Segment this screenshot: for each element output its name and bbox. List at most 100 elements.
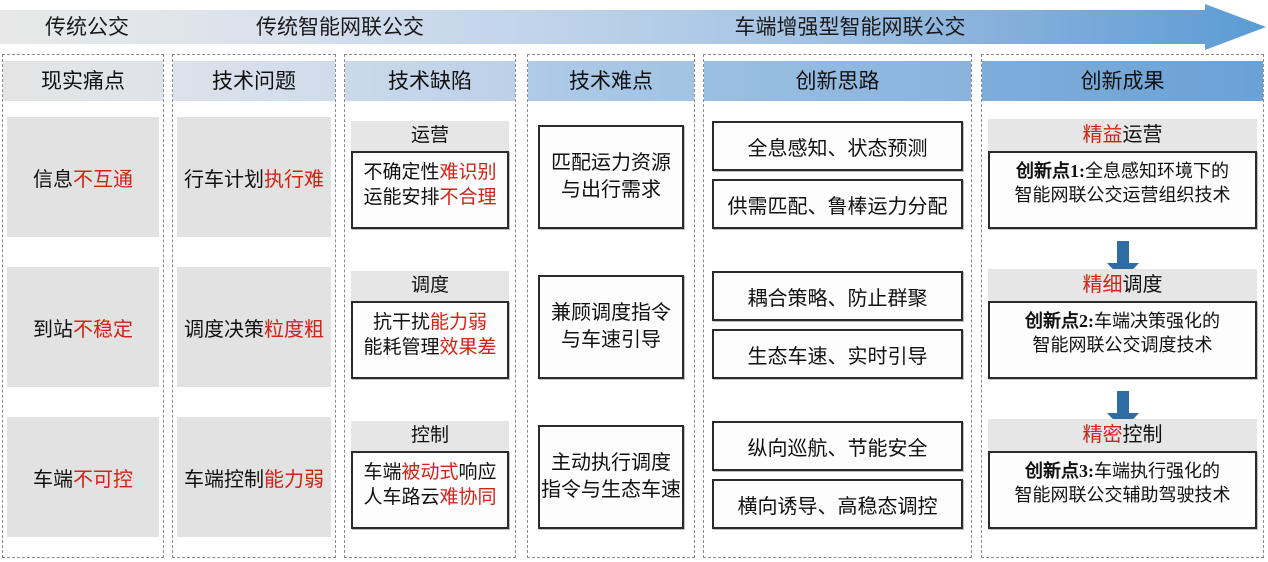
tech-issue-red-r3: 能力弱 (264, 468, 324, 491)
row-3-innovation-result-zone: 精密控制 创新点3:车端执行强化的 智能网联公交辅助驾驶技术 (982, 417, 1263, 537)
row-1-innovation-result-zone: 精益运营 创新点1:全息感知环境下的 智能网联公交运营组织技术 (982, 117, 1263, 280)
tech-defect-body-r1: 不确定性难识别 运能安排不合理 (351, 151, 509, 229)
defect-l1-plain-r1: 不确定性 (363, 162, 440, 183)
defect-l1-red-r3: 被动式 (401, 462, 459, 483)
innovation-idea-box-r3a[interactable]: 纵向巡航、节能安全 (712, 421, 963, 471)
innovation-idea-box-r1a[interactable]: 全息感知、状态预测 (712, 121, 963, 171)
result-cap-plain-r3: 控制 (1122, 424, 1163, 446)
row-3-tech-defect-zone: 控制 车端被动式响应 人车路云难协同 (345, 417, 515, 537)
row-1-tech-issue-zone: 行车计划执行难 (173, 117, 335, 237)
row-2-pain-zone: 到站不稳定 (3, 267, 163, 387)
result-cap-red-r2: 精细 (1082, 274, 1123, 296)
column-header-innovation-result: 创新成果 (982, 61, 1263, 101)
row-3-innovation-idea-zone: 纵向巡航、节能安全 横向诱导、高稳态调控 (704, 417, 971, 537)
tech-issue-cell-row1[interactable]: 行车计划执行难 (177, 117, 331, 237)
tech-defect-caption-r2: 调度 (351, 271, 509, 301)
tech-difficulty-box-row2[interactable]: 兼顾调度指令 与车速引导 (538, 275, 684, 379)
row-1-tech-defect-zone: 运营 不确定性难识别 运能安排不合理 (345, 117, 515, 237)
tech-issue-plain-r2: 调度决策 (184, 318, 264, 341)
result-cap-red-r3: 精密 (1082, 424, 1123, 446)
defect-l1-red-r2: 能力弱 (430, 312, 488, 333)
tech-defect-caption-r3: 控制 (351, 421, 509, 451)
column-tech-defect[interactable]: 技术缺陷 运营 不确定性难识别 运能安排不合理 调度 抗 (344, 54, 516, 558)
innovation-result-block-row1[interactable]: 精益运营 创新点1:全息感知环境下的 智能网联公交运营组织技术 (988, 119, 1257, 229)
innovation-result-caption-r3: 精密控制 (988, 419, 1257, 451)
row-3-tech-difficulty-zone: 主动执行调度 指令与生态车速 (528, 417, 694, 537)
result-line2-r3: 智能网联公交辅助驾驶技术 (1014, 484, 1231, 505)
column-tech-issue[interactable]: 技术问题 行车计划执行难 调度决策粒度粗 车端控制能力弱 (172, 54, 336, 558)
row-3-pain-zone: 车端不可控 (3, 417, 163, 537)
tech-defect-block-row2[interactable]: 调度 抗干扰能力弱 能耗管理效果差 (351, 271, 509, 379)
row-2-tech-defect-zone: 调度 抗干扰能力弱 能耗管理效果差 (345, 267, 515, 387)
tech-issue-red-r1: 执行难 (264, 168, 324, 191)
result-line1-r1: 创新点1:全息感知环境下的 (1016, 161, 1229, 181)
tech-issue-cell-row3[interactable]: 车端控制能力弱 (177, 417, 331, 537)
result-line1-r2: 创新点2:车端决策强化的 (1025, 311, 1220, 331)
tech-defect-line2-r1: 运能安排不合理 (355, 185, 505, 210)
defect-l1-plain-r2: 抗干扰 (372, 312, 430, 333)
td-line2-r2: 与车速引导 (561, 329, 661, 351)
innovation-result-body-r3: 创新点3:车端执行强化的 智能网联公交辅助驾驶技术 (988, 451, 1257, 529)
stage-label-2: 传统智能网联公交 (256, 15, 424, 39)
defect-l1-tail-r3: 响应 (458, 462, 497, 483)
pain-text-plain-r1: 信息 (33, 168, 73, 191)
column-innovation-idea[interactable]: 创新思路 全息感知、状态预测 供需匹配、鲁棒运力分配 耦合策略、防止群聚 生态车… (703, 54, 972, 558)
tech-defect-line1-r2: 抗干扰能力弱 (355, 310, 505, 335)
tech-defect-body-r2: 抗干扰能力弱 能耗管理效果差 (351, 301, 509, 379)
result-cap-red-r1: 精益 (1082, 124, 1123, 146)
pain-cell-row2[interactable]: 到站不稳定 (7, 267, 159, 387)
tech-defect-line2-r2: 能耗管理效果差 (355, 335, 505, 360)
column-pain[interactable]: 现实痛点 信息不互通 到站不稳定 车端不可控 (2, 54, 164, 558)
tech-difficulty-box-row3[interactable]: 主动执行调度 指令与生态车速 (538, 425, 684, 529)
innovation-result-body-r1: 创新点1:全息感知环境下的 智能网联公交运营组织技术 (988, 151, 1257, 229)
tech-difficulty-box-row1[interactable]: 匹配运力资源 与出行需求 (538, 125, 684, 229)
defect-l2-plain-r1: 运能安排 (363, 187, 440, 209)
innovation-idea-box-r3b[interactable]: 横向诱导、高稳态调控 (712, 479, 963, 529)
tech-issue-plain-r1: 行车计划 (184, 168, 264, 191)
td-line1-r2: 兼顾调度指令 (551, 302, 671, 325)
result-cap-plain-r2: 调度 (1122, 274, 1163, 296)
tech-issue-red-r2: 粒度粗 (264, 318, 324, 341)
innovation-result-block-row3[interactable]: 精密控制 创新点3:车端执行强化的 智能网联公交辅助驾驶技术 (988, 419, 1257, 529)
defect-l2-red-r2: 效果差 (439, 337, 497, 359)
innovation-result-block-row2[interactable]: 精细调度 创新点2:车端决策强化的 智能网联公交调度技术 (988, 269, 1257, 379)
row-2-tech-difficulty-zone: 兼顾调度指令 与车速引导 (528, 267, 694, 387)
tech-difficulty-text-r3: 主动执行调度 指令与生态车速 (541, 450, 681, 504)
innovation-idea-box-r1b[interactable]: 供需匹配、鲁棒运力分配 (712, 179, 963, 229)
tech-defect-line2-r3: 人车路云难协同 (355, 485, 505, 510)
row-1-innovation-idea-zone: 全息感知、状态预测 供需匹配、鲁棒运力分配 (704, 117, 971, 237)
tech-defect-caption-r1: 运营 (351, 121, 509, 151)
defect-l2-red-r1: 不合理 (439, 187, 497, 209)
td-line1-r3: 主动执行调度 (551, 452, 671, 475)
innovation-idea-box-r2a[interactable]: 耦合策略、防止群聚 (712, 271, 963, 321)
tech-defect-block-row3[interactable]: 控制 车端被动式响应 人车路云难协同 (351, 421, 509, 529)
td-line2-r1: 与出行需求 (561, 179, 661, 201)
row-1-tech-difficulty-zone: 匹配运力资源 与出行需求 (528, 117, 694, 237)
defect-l2-red-r3: 难协同 (439, 487, 497, 509)
tech-issue-cell-row2[interactable]: 调度决策粒度粗 (177, 267, 331, 387)
innovation-idea-box-r2b[interactable]: 生态车速、实时引导 (712, 329, 963, 379)
row-2-tech-issue-zone: 调度决策粒度粗 (173, 267, 335, 387)
column-innovation-result[interactable]: 创新成果 精益运营 创新点1:全息感知环境下的 智能网联公交运营组织技术 精细调… (981, 54, 1264, 558)
tech-defect-block-row1[interactable]: 运营 不确定性难识别 运能安排不合理 (351, 121, 509, 229)
defect-l1-red-r1: 难识别 (439, 162, 497, 183)
tech-defect-body-r3: 车端被动式响应 人车路云难协同 (351, 451, 509, 529)
td-line1-r1: 匹配运力资源 (551, 152, 671, 175)
row-3-tech-issue-zone: 车端控制能力弱 (173, 417, 335, 537)
result-cap-plain-r1: 运营 (1122, 124, 1163, 146)
tech-difficulty-text-r2: 兼顾调度指令 与车速引导 (551, 300, 671, 354)
innovation-result-body-r2: 创新点2:车端决策强化的 智能网联公交调度技术 (988, 301, 1257, 379)
stage-arrow-band: 传统公交 传统智能网联公交 车端增强型智能网联公交 (0, 4, 1268, 50)
column-tech-difficulty[interactable]: 技术难点 匹配运力资源 与出行需求 兼顾调度指令 与车速引导 主动执行调度 (527, 54, 695, 558)
column-header-tech-issue: 技术问题 (173, 61, 335, 101)
column-header-tech-difficulty: 技术难点 (528, 61, 694, 101)
pain-cell-row3[interactable]: 车端不可控 (7, 417, 159, 537)
result-line2-r2: 智能网联公交调度技术 (1032, 334, 1213, 355)
innovation-result-caption-r2: 精细调度 (988, 269, 1257, 301)
td-line2-r3: 指令与生态车速 (541, 479, 681, 501)
defect-l2-plain-r2: 能耗管理 (363, 337, 440, 359)
column-header-innovation-idea: 创新思路 (704, 61, 971, 101)
innovation-result-caption-r1: 精益运营 (988, 119, 1257, 151)
pain-cell-row1[interactable]: 信息不互通 (7, 117, 159, 237)
defect-l2-plain-r3: 人车路云 (363, 487, 440, 509)
